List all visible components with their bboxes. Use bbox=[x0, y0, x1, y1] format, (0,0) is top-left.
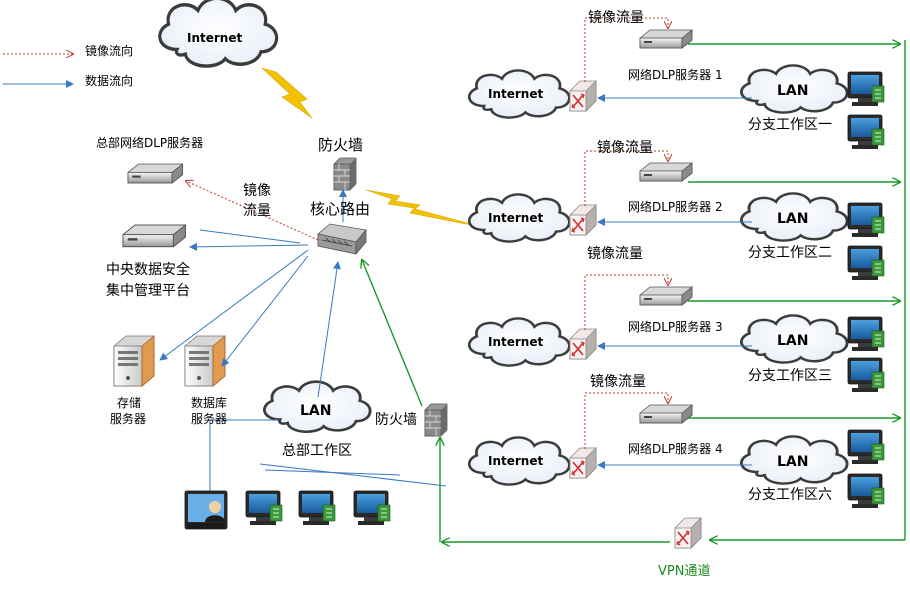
hq-data-lines bbox=[159, 189, 347, 398]
branch-1-pc-1-icon bbox=[847, 71, 885, 107]
branch-3-mirror-line bbox=[584, 274, 668, 330]
central-platform-label-2: 集中管理平台 bbox=[106, 283, 190, 299]
hq-internet-lightning bbox=[261, 67, 313, 119]
core-router-icon bbox=[317, 223, 367, 256]
core-router-label: 核心路由 bbox=[310, 200, 371, 218]
branch-3-internet-label: Internet bbox=[488, 335, 544, 349]
branch-3-dlp-server-icon bbox=[639, 286, 693, 306]
branch-4-pc-2-icon bbox=[847, 473, 885, 509]
branch-3-mirror-label: 镜像流量 bbox=[587, 246, 643, 262]
branch-2-workarea-label: 分支工作区二 bbox=[748, 245, 832, 261]
hq-firewall-bottom-label: 防火墙 bbox=[375, 412, 417, 428]
branch-4-workarea-label: 分支工作区六 bbox=[748, 487, 832, 503]
branch-mirror-top-label: 镜像流量 bbox=[588, 10, 644, 26]
legend-mirror-label: 镜像流向 bbox=[85, 44, 134, 58]
branch-1-pc-2-icon bbox=[847, 114, 885, 150]
branch-1-dlp-server-icon bbox=[639, 29, 693, 49]
branch-1-lan-label: LAN bbox=[777, 83, 809, 99]
hq-dlp-server-label: 总部网络DLP服务器 bbox=[96, 136, 204, 150]
branch-2-pc-2-icon bbox=[847, 245, 885, 281]
hq-mirror-label-1: 镜像 bbox=[243, 183, 271, 199]
branch-1-mirror-line bbox=[584, 17, 668, 82]
db-server-label-2: 服务器 bbox=[190, 412, 227, 426]
storage-server-label-2: 服务器 bbox=[109, 412, 146, 426]
hq-admin-pc-icon bbox=[184, 490, 228, 530]
branch-2-dlp-server-icon bbox=[639, 162, 693, 182]
vpn-channel-label: VPN通道 bbox=[658, 564, 711, 579]
central-platform-label-1: 中央数据安全 bbox=[106, 262, 190, 278]
branch-4-router-icon bbox=[569, 447, 597, 479]
storage-server-label-1: 存储 bbox=[116, 396, 141, 410]
branch-2-lan-label: LAN bbox=[777, 211, 809, 227]
branch-2-pc-1-icon bbox=[847, 202, 885, 238]
branch-4-dlp-label: 网络DLP服务器 4 bbox=[628, 442, 723, 456]
branch-3-pc-1-icon bbox=[847, 316, 885, 352]
legend-lines bbox=[3, 54, 74, 88]
branch-2-router-icon bbox=[569, 204, 597, 236]
branch-1-internet-label: Internet bbox=[488, 87, 544, 101]
branch-4-dlp-server-icon bbox=[639, 404, 693, 424]
branch-3-lan-label: LAN bbox=[777, 333, 809, 349]
hq-mirror-line bbox=[186, 181, 319, 241]
hq-lan-label: LAN bbox=[300, 403, 332, 419]
legend-data-label: 数据流向 bbox=[85, 74, 134, 88]
branch-4-mirror-label: 镜像流量 bbox=[590, 374, 646, 390]
branch-1-workarea-label: 分支工作区一 bbox=[748, 117, 832, 133]
branch-3-workarea-label: 分支工作区三 bbox=[748, 368, 832, 384]
branch-2-dlp-label: 网络DLP服务器 2 bbox=[628, 200, 723, 214]
branch-1-dlp-label: 网络DLP服务器 1 bbox=[628, 68, 723, 82]
branch-3-pc-2-icon bbox=[847, 357, 885, 393]
db-server-label-1: 数据库 bbox=[190, 396, 227, 410]
branch-4-lan-label: LAN bbox=[777, 454, 809, 470]
branch-3-dlp-label: 网络DLP服务器 3 bbox=[628, 320, 723, 334]
hq-workarea-label: 总部工作区 bbox=[282, 443, 352, 459]
branch-2-mirror-label: 镜像流量 bbox=[597, 140, 653, 156]
branch-2-mirror-line bbox=[584, 150, 668, 206]
branch-4-internet-label: Internet bbox=[488, 454, 544, 468]
branch-1-router-icon bbox=[569, 80, 597, 112]
branch-4-mirror-line bbox=[584, 392, 668, 449]
hq-mirror-label-2: 流量 bbox=[243, 203, 271, 219]
vpn-lines bbox=[362, 40, 906, 542]
branch-3-router-icon bbox=[569, 328, 597, 360]
branch-4-pc-1-icon bbox=[847, 429, 885, 465]
branch-2-internet-label: Internet bbox=[488, 211, 544, 225]
hq-firewall-top-label: 防火墙 bbox=[318, 136, 364, 154]
hq-lan-lines bbox=[209, 419, 447, 492]
hq-internet-label: Internet bbox=[187, 31, 243, 45]
